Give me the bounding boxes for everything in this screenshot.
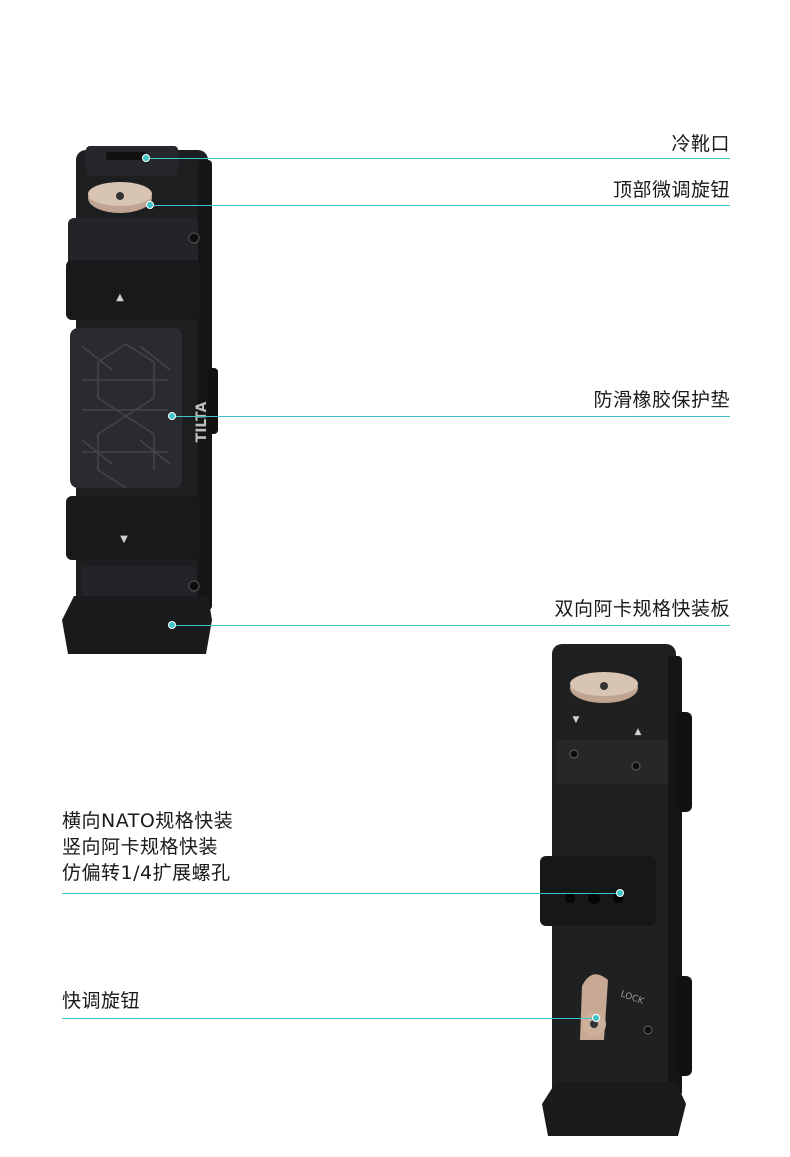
callout-dot-top-knob [146, 201, 154, 209]
callout-line-quick-knob [62, 1018, 596, 1019]
callout-dot-quick-plate [168, 621, 176, 629]
product-image-back: ▼ ▲ LOCK [540, 644, 692, 1136]
callout-line-quick-plate [172, 625, 730, 626]
callout-line-cold-shoe [146, 158, 730, 159]
down-arrow-icon: ▼ [120, 534, 128, 545]
product-image-front: ▲ TILTA ▼ [62, 146, 218, 654]
callout-dot-cold-shoe [142, 154, 150, 162]
up-arrow-icon: ▲ [116, 292, 124, 303]
svg-text:▲: ▲ [635, 727, 642, 737]
callout-dot-quick-knob [592, 1014, 600, 1022]
callout-group-mounts: 横向NATO规格快装 竖向阿卡规格快装 仿偏转1/4扩展螺孔 [62, 808, 233, 886]
callout-line-rubber-pad [172, 416, 730, 417]
callout-label-nato: 横向NATO规格快装 [62, 810, 234, 832]
callout-line-mounts [62, 893, 620, 894]
callout-dot-rubber-pad [168, 412, 176, 420]
callout-label-quarter-thread: 仿偏转1/4扩展螺孔 [62, 862, 231, 884]
callout-label-top-knob: 顶部微调旋钮 [612, 179, 730, 201]
callout-label-rubber-pad: 防滑橡胶保护垫 [593, 389, 730, 411]
svg-text:▼: ▼ [573, 715, 580, 725]
callout-dot-mounts [616, 889, 624, 897]
callout-label-arca: 竖向阿卡规格快装 [62, 836, 219, 858]
callout-line-top-knob [150, 205, 730, 206]
callout-label-quick-knob: 快调旋钮 [62, 990, 141, 1012]
brand-logo: TILTA [194, 402, 210, 443]
callout-label-cold-shoe: 冷靴口 [671, 133, 730, 155]
callout-label-quick-plate: 双向阿卡规格快装板 [554, 598, 730, 620]
